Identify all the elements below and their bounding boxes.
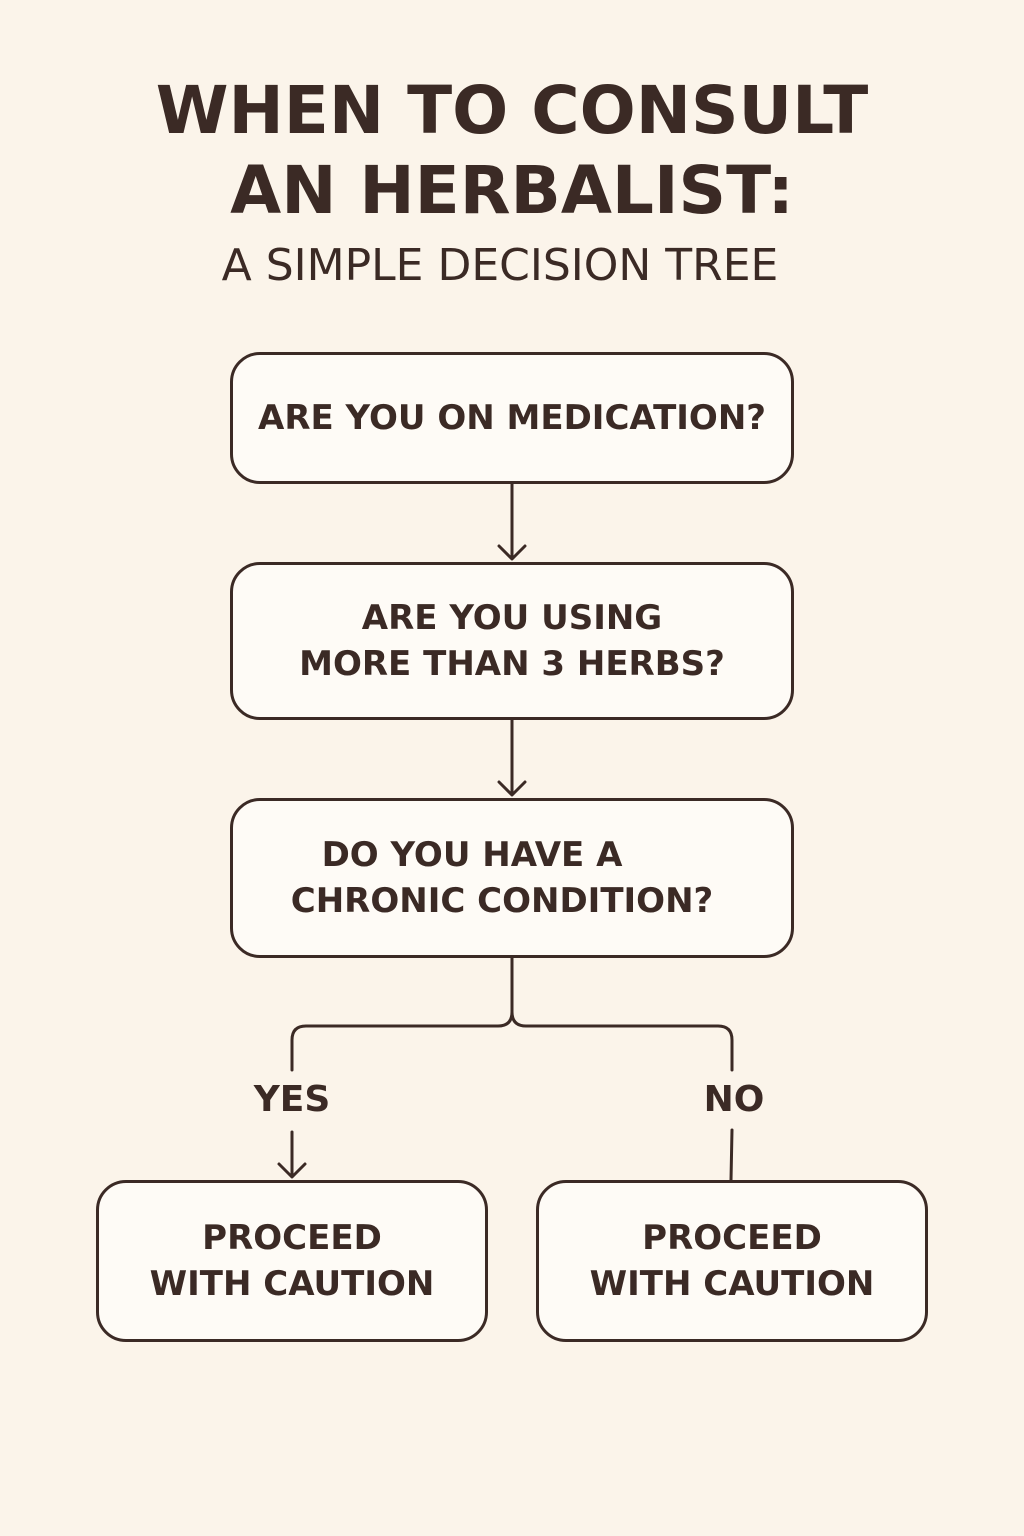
- outcome-box-yes: PROCEED WITH CAUTION: [96, 1180, 488, 1342]
- arrow-herbs-to-chronic: [497, 718, 527, 797]
- outcome-text-line-2: WITH CAUTION: [149, 1264, 435, 1304]
- outcome-text-line-1: PROCEED: [202, 1218, 382, 1258]
- arrow-yes-to-outcome: [277, 1130, 307, 1179]
- branch-split-connector: [290, 956, 734, 1072]
- diagram-title-line-2: AN HERBALIST:: [230, 152, 794, 229]
- question-text-line-1: ARE YOU USING: [361, 598, 663, 638]
- outcome-text-line-1: PROCEED: [642, 1218, 822, 1258]
- question-box-medication: ARE YOU ON MEDICATION?: [230, 352, 794, 484]
- branch-label-no: NO: [703, 1079, 765, 1120]
- question-box-herbs: ARE YOU USING MORE THAN 3 HERBS?: [230, 562, 794, 720]
- outcome-box-no: PROCEED WITH CAUTION: [536, 1180, 928, 1342]
- question-box-chronic-condition: DO YOU HAVE A CHRONIC CONDITION?: [230, 798, 794, 958]
- question-text: ARE YOU ON MEDICATION?: [258, 398, 766, 438]
- outcome-text-line-2: WITH CAUTION: [589, 1264, 875, 1304]
- arrow-medication-to-herbs: [497, 482, 527, 561]
- question-text-line-1: DO YOU HAVE A: [321, 835, 623, 875]
- question-text-line-2: MORE THAN 3 HERBS?: [299, 644, 725, 684]
- diagram-title-line-1: WHEN TO CONSULT: [155, 72, 869, 149]
- question-text-line-2: CHRONIC CONDITION?: [290, 881, 714, 921]
- line-no-to-outcome: [729, 1128, 734, 1182]
- branch-label-yes: YES: [253, 1079, 331, 1120]
- diagram-subtitle: A SIMPLE DECISION TREE: [221, 240, 779, 291]
